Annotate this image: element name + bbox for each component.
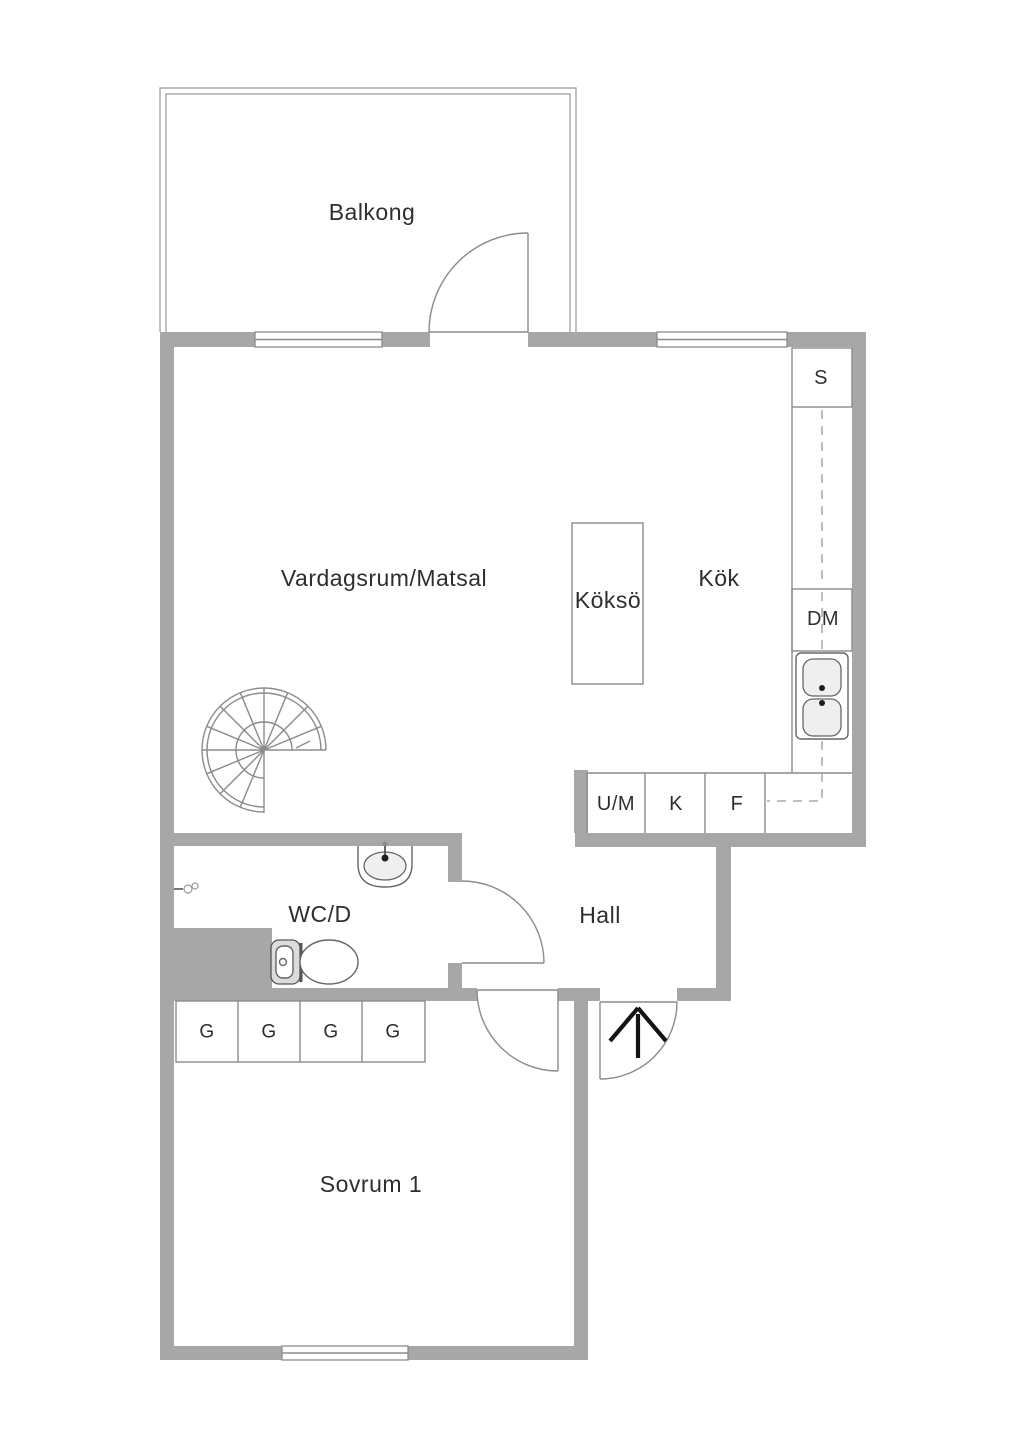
faucet-icon — [381, 854, 389, 862]
fixture-label-wardrobe: G — [323, 1022, 338, 1043]
wall-corridor-bottom — [160, 988, 477, 1001]
labels: Balkong Vardagsrum/Matsal Kök Köksö WC/D… — [199, 199, 839, 1197]
wall-entry-right — [677, 988, 731, 1001]
bathroom-door — [461, 880, 545, 964]
upper-cabinet-dashed-line — [767, 410, 823, 802]
bedroom-door — [476, 989, 559, 1072]
window-bedroom — [281, 1345, 409, 1361]
wall-segment — [382, 332, 430, 347]
wall-hall-right — [716, 845, 731, 1001]
stair-treads — [202, 688, 322, 808]
mixer-valve — [183, 884, 193, 894]
wall-segment — [160, 332, 255, 347]
kitchen-counters — [586, 347, 853, 833]
sink-bowl — [802, 658, 842, 697]
fixture-label-closet: S — [814, 367, 828, 389]
wall-segment — [528, 332, 657, 347]
toilet — [270, 939, 359, 985]
shower-mixer — [174, 882, 199, 894]
wardrobe-row — [175, 1000, 426, 1063]
stair-outer-rim — [201, 687, 327, 813]
balcony-door — [428, 232, 529, 333]
wall-bedroom-right — [574, 988, 588, 1360]
balcony-inner-line — [165, 93, 571, 332]
balcony-outline — [159, 87, 577, 332]
windows — [254, 331, 788, 1361]
room-label-living-dining: Vardagsrum/Matsal — [281, 565, 487, 591]
stair-direction-tick — [295, 740, 311, 749]
fixture-label-washing-machine: U/M — [597, 793, 635, 815]
balcony-outer-line — [159, 87, 577, 332]
faucet-knob — [382, 841, 388, 847]
wall-bedroom-bottom-left — [160, 1346, 282, 1360]
walls — [160, 332, 866, 1360]
faucet-icon — [819, 700, 825, 706]
room-label-bedroom: Sovrum 1 — [320, 1171, 422, 1197]
wall-wcd-top — [160, 833, 462, 846]
entry-arrow-icon — [608, 1006, 668, 1058]
fixture-label-wardrobe: G — [199, 1022, 214, 1043]
fixture-label-dishwasher: DM — [807, 608, 839, 630]
entry-door — [599, 1001, 678, 1080]
wall-bedroom-bottom-right — [408, 1346, 588, 1360]
door-swing-arc — [476, 989, 559, 1072]
wall-right-outer — [852, 332, 866, 847]
wall-wcd-right-upper — [448, 833, 462, 882]
spiral-staircase — [201, 687, 327, 813]
closet-box — [791, 347, 853, 408]
room-label-balcony: Balkong — [329, 199, 416, 225]
room-label-bathroom: WC/D — [288, 901, 351, 927]
room-label-hall: Hall — [579, 902, 621, 928]
fixture-label-wardrobe: G — [261, 1022, 276, 1043]
kitchen-island-outline — [571, 522, 644, 685]
toilet-bowl — [299, 939, 359, 985]
wall-kitchen-bottom — [575, 833, 866, 847]
fixture-label-fridge: K — [669, 793, 683, 815]
door-swing-arc — [428, 232, 529, 333]
mixer-valve — [191, 882, 199, 890]
window-kitchen — [656, 331, 788, 348]
flush-button — [278, 957, 288, 967]
fixture-label-freezer: F — [731, 793, 744, 815]
wall-stub-um — [574, 770, 588, 833]
fixture-label-wardrobe: G — [385, 1022, 400, 1043]
window-living-room — [254, 331, 383, 348]
kitchen-sink — [795, 652, 849, 740]
room-label-kitchen-island: Köksö — [575, 587, 641, 613]
bathroom-sink — [357, 841, 413, 888]
dishwasher-box — [791, 588, 853, 652]
room-label-kitchen: Kök — [698, 565, 739, 591]
door-swing-arc — [461, 880, 545, 964]
wall-segment — [787, 332, 866, 347]
sink-bowl — [802, 698, 842, 737]
faucet-icon — [819, 685, 825, 691]
door-swing-arc — [599, 1001, 678, 1080]
